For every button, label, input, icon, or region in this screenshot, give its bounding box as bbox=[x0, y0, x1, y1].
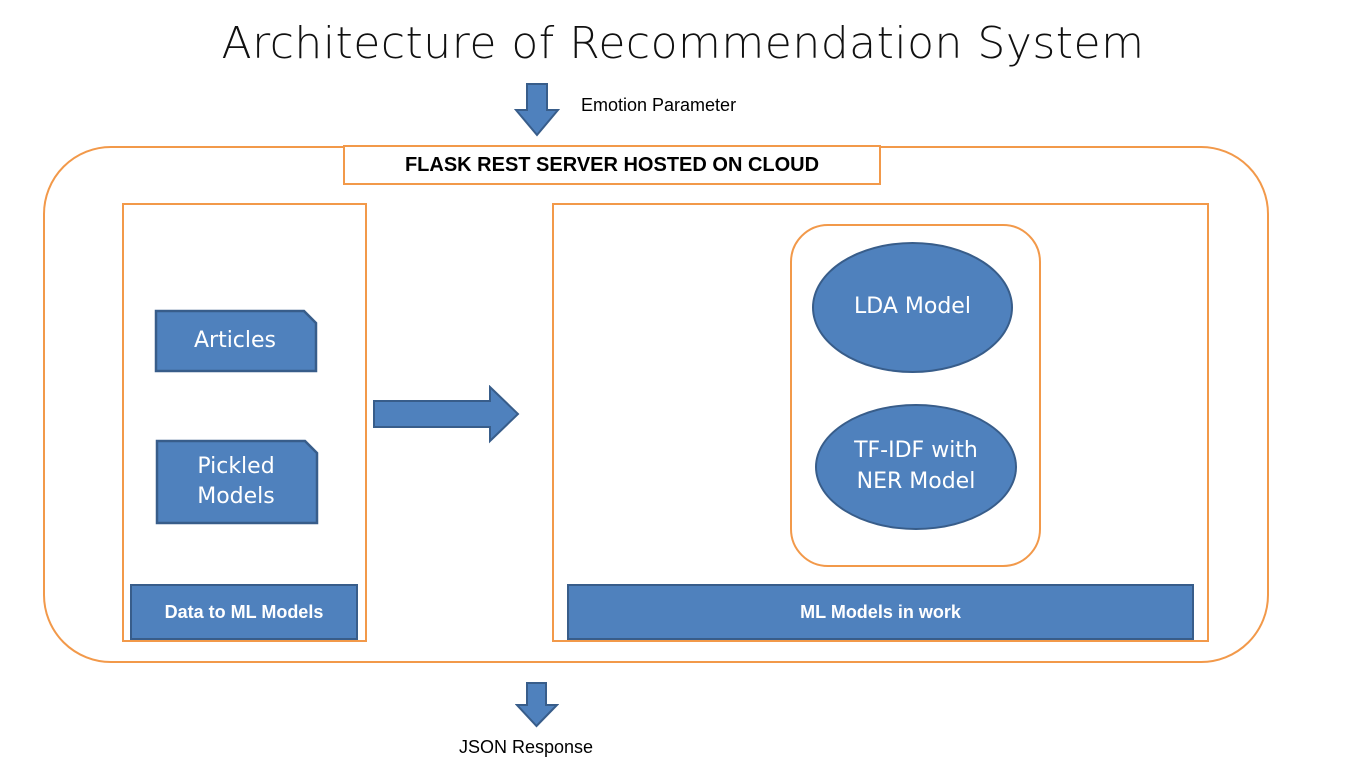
output-arrow-icon bbox=[515, 682, 559, 728]
data-to-ml-models-bar: Data to ML Models bbox=[130, 584, 358, 640]
pickled-models-line2: Models bbox=[197, 484, 275, 509]
models-group bbox=[790, 224, 1041, 567]
input-arrow-icon bbox=[514, 83, 560, 137]
server-label: FLASK REST SERVER HOSTED ON CLOUD bbox=[343, 145, 881, 185]
data-panel bbox=[122, 203, 367, 642]
input-label: Emotion Parameter bbox=[581, 95, 737, 115]
articles-label: Articles bbox=[193, 328, 277, 354]
pickled-models-line1: Pickled bbox=[197, 454, 275, 480]
ml-models-in-work-bar: ML Models in work bbox=[567, 584, 1194, 640]
articles-doc-shape bbox=[154, 309, 318, 373]
lda-model-node: LDA Model bbox=[812, 242, 1013, 373]
tfidf-line1: TF-IDF with bbox=[854, 438, 978, 464]
page-title: Architecture of Recommendation System bbox=[221, 18, 1145, 69]
tfidf-line2: NER Model bbox=[856, 469, 976, 494]
tfidf-ner-model-node: TF-IDF with NER Model bbox=[815, 404, 1017, 530]
flow-arrow-icon bbox=[373, 385, 520, 444]
pickled-models-label: Pickled Models bbox=[155, 439, 317, 525]
pickled-models-doc-shape bbox=[155, 439, 319, 525]
output-label: JSON Response bbox=[459, 737, 594, 757]
